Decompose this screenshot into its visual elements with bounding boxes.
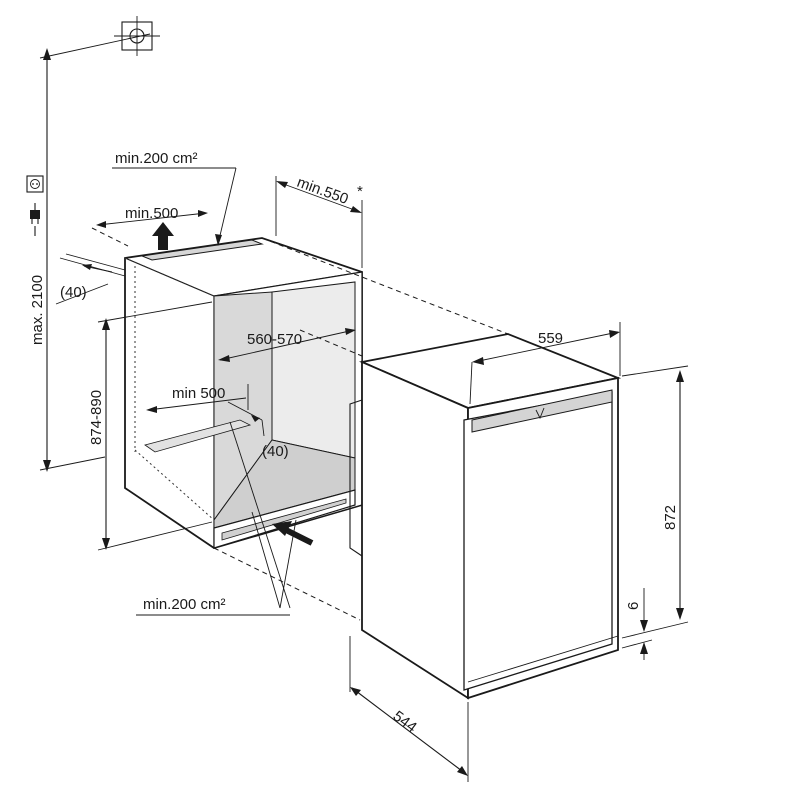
appliance	[349, 333, 622, 700]
depth-asterisk: *	[357, 183, 363, 200]
max-height-dimension: max. 2100	[29, 48, 106, 472]
bottom-gap-label: (40)	[262, 443, 289, 460]
power-plug-icon	[30, 203, 40, 236]
top-leader-line	[39, 33, 151, 59]
appliance-height-dimension: 872	[621, 365, 689, 639]
appliance-depth-label: 544	[390, 708, 420, 737]
airflow-in-arrow	[272, 521, 314, 546]
max-height-label: max. 2100	[29, 275, 46, 345]
appliance-width-dimension: 559	[469, 322, 621, 405]
airflow-up-arrow	[152, 222, 174, 250]
depth-min-label: min.550	[295, 174, 351, 208]
plinth-gap-dimension: 6	[621, 588, 653, 660]
appliance-width-label: 559	[538, 330, 563, 347]
top-gap-label: (40)	[60, 284, 87, 301]
niche-cabinet	[124, 237, 363, 549]
niche-height-label: 874-890	[88, 390, 105, 445]
power-socket-icon	[26, 175, 44, 193]
bottom-vent-area-label: min.200 cm²	[143, 596, 226, 613]
appliance-height-label: 872	[662, 505, 679, 530]
bottom-width-label: min 500	[172, 385, 225, 402]
plinth-gap-label: 6	[625, 602, 642, 610]
water-connection-icon	[114, 16, 160, 56]
inner-width-label: 560-570	[247, 331, 302, 348]
top-vent-area-label: min.200 cm²	[115, 150, 198, 167]
niche-height-dimension: 874-890	[88, 301, 213, 551]
